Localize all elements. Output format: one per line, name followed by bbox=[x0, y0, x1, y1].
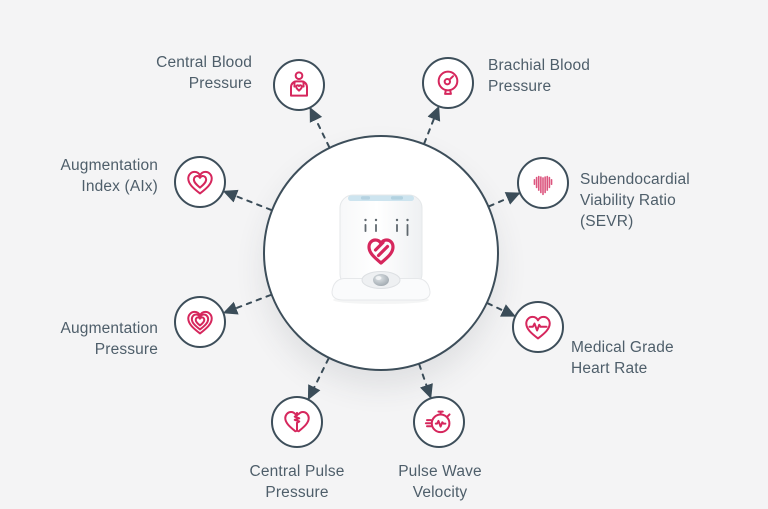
device-top-detail bbox=[361, 196, 370, 200]
device-base bbox=[331, 278, 431, 301]
device-button bbox=[373, 274, 389, 286]
node-label-augmentation-pressure: Augmentation Pressure bbox=[60, 320, 158, 358]
node-icon-central-blood-pressure bbox=[273, 59, 325, 111]
node-label-brachial-blood-pressure: Brachial Blood Pressure bbox=[488, 57, 591, 95]
node-icon-augmentation-pressure bbox=[174, 296, 226, 348]
node-label-medical-grade-heart-rate: Medical Grade Heart Rate bbox=[571, 339, 674, 377]
connector-augmentation-pressure bbox=[222, 294, 272, 315]
pressure-gauge-icon bbox=[437, 70, 459, 95]
blood-pressure-device-image bbox=[331, 194, 431, 304]
person-heart-icon bbox=[290, 71, 308, 97]
connector-pulse-wave-velocity bbox=[418, 363, 433, 399]
connector-subendocardial-viability-ratio bbox=[488, 192, 521, 208]
node-icon-brachial-blood-pressure bbox=[422, 57, 474, 109]
connector-brachial-blood-pressure bbox=[423, 105, 441, 145]
striped-heart-icon bbox=[533, 175, 553, 196]
node-label-augmentation-index: Augmentation Index (AIx) bbox=[60, 157, 158, 195]
connector-central-blood-pressure bbox=[309, 106, 331, 148]
node-icon-subendocardial-viability-ratio bbox=[517, 157, 569, 209]
stopwatch-pulse-icon bbox=[424, 410, 451, 434]
node-icon-augmentation-index bbox=[174, 156, 226, 208]
device-port-marks bbox=[364, 218, 409, 236]
connector-medical-grade-heart-rate bbox=[486, 302, 516, 317]
node-icon-central-pulse-pressure bbox=[271, 396, 323, 448]
heart-pulse-icon bbox=[525, 315, 551, 340]
node-icon-medical-grade-heart-rate bbox=[512, 301, 564, 353]
heart-lines-logo bbox=[367, 238, 395, 265]
split-heart-pulse-icon bbox=[284, 411, 310, 433]
device-button-highlight bbox=[375, 276, 382, 280]
node-label-subendocardial-viability-ratio: Subendocardial Viability Ratio (SEVR) bbox=[580, 171, 690, 230]
node-label-pulse-wave-velocity: Pulse Wave Velocity bbox=[398, 463, 482, 501]
node-label-central-blood-pressure: Central Blood Pressure bbox=[156, 54, 252, 92]
node-label-central-pulse-pressure: Central Pulse Pressure bbox=[249, 463, 345, 501]
device-hub-circle bbox=[263, 135, 499, 371]
device-top-detail bbox=[391, 196, 403, 200]
device-top-strip bbox=[348, 195, 414, 201]
connector-augmentation-index bbox=[222, 189, 273, 211]
double-heart-icon bbox=[187, 170, 213, 195]
connector-central-pulse-pressure bbox=[307, 357, 330, 401]
node-icon-pulse-wave-velocity bbox=[413, 396, 465, 448]
concentric-heart-icon bbox=[187, 310, 213, 335]
